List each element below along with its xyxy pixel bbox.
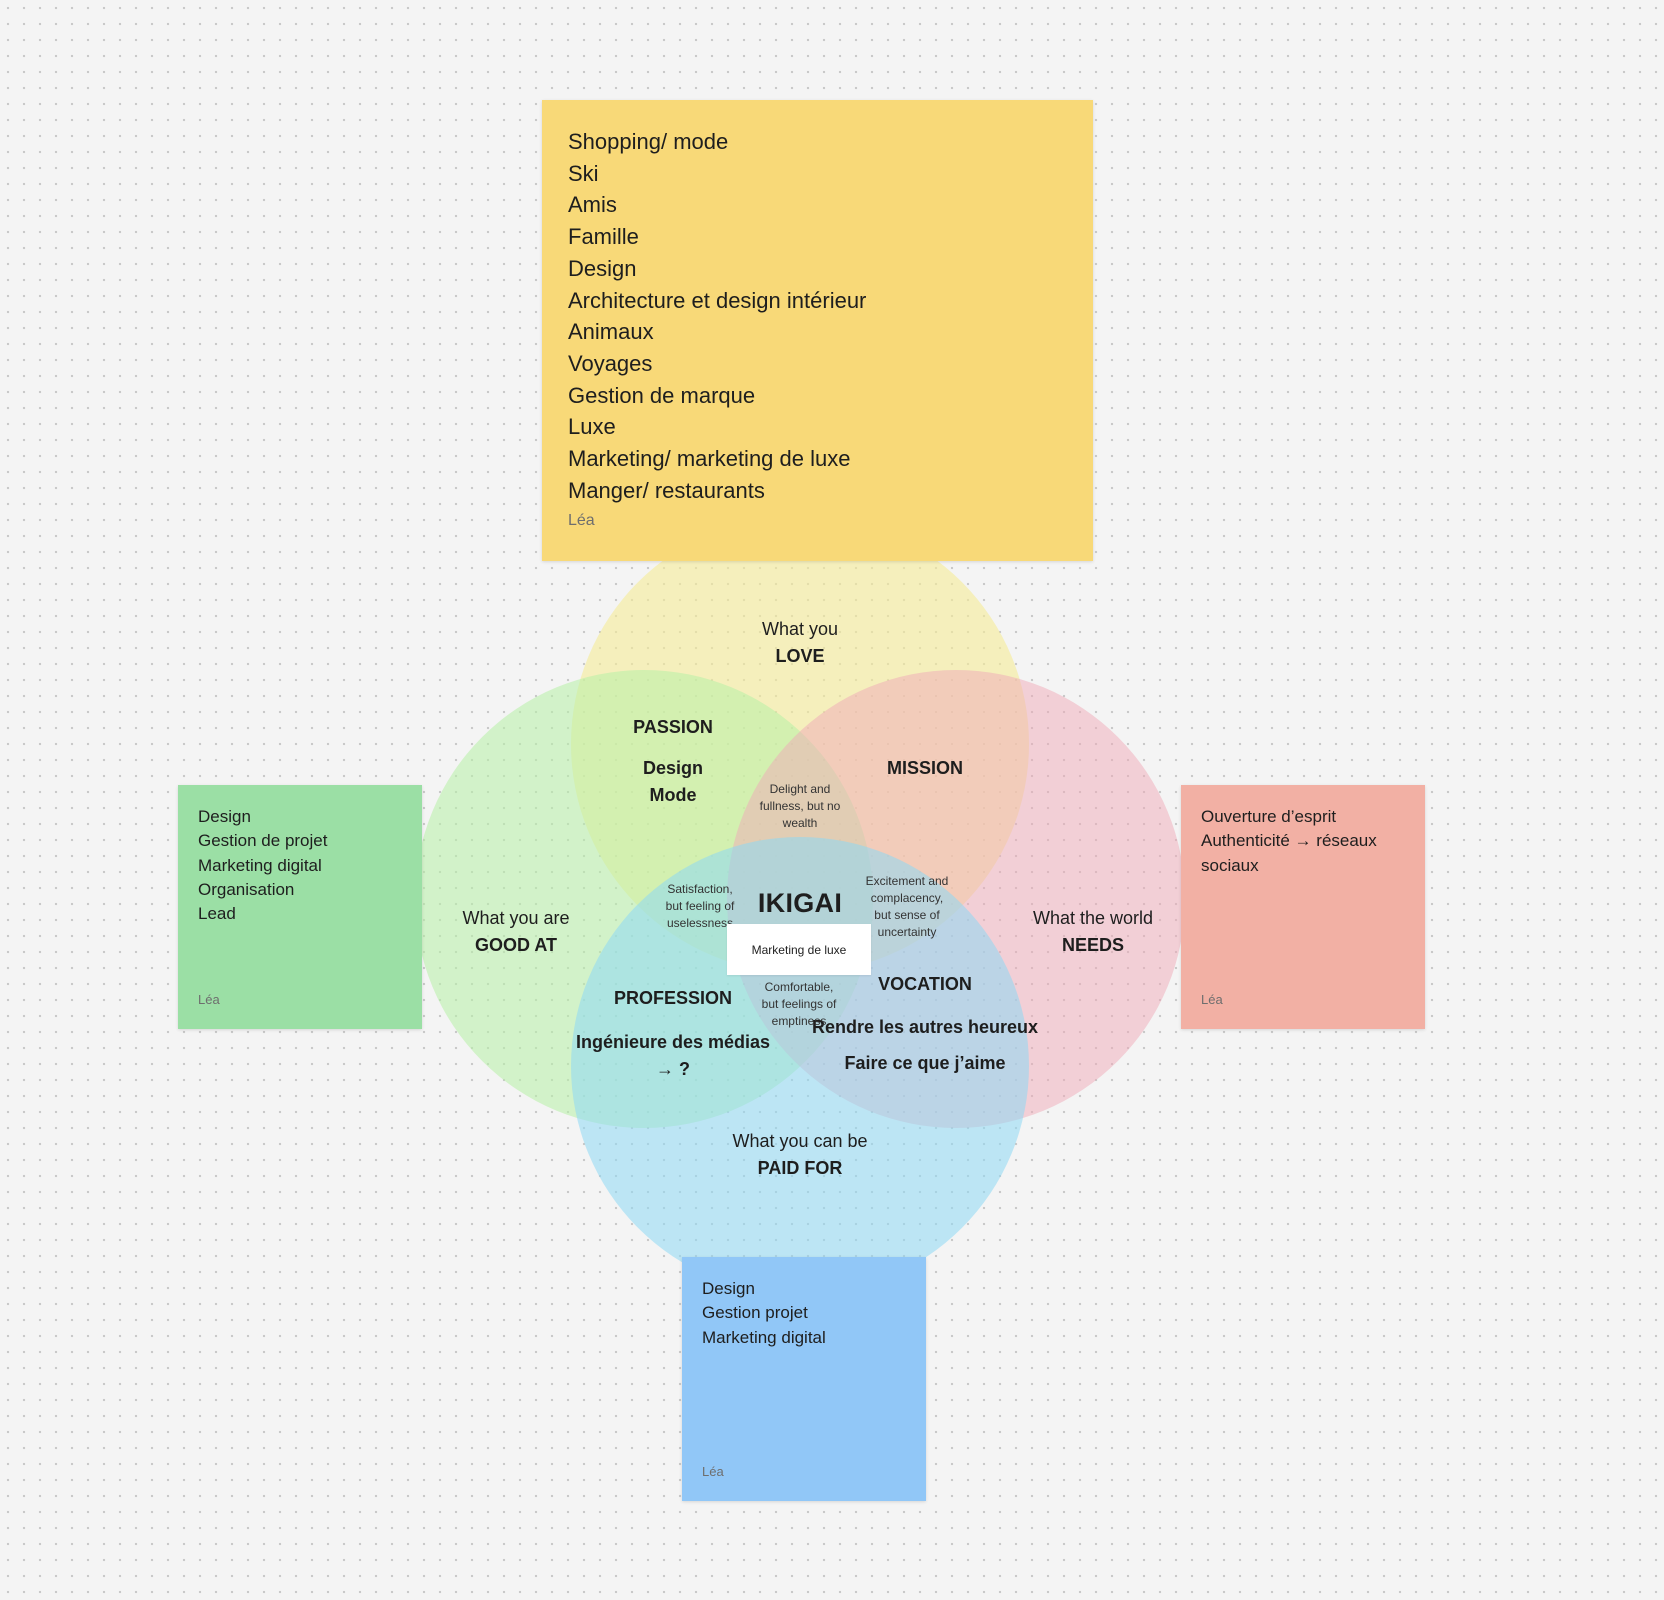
sticky-note-love[interactable]: Shopping/ mode Ski Amis Famille Design A… — [542, 100, 1093, 561]
sticky-author: Léa — [1201, 992, 1223, 1007]
sticky-note-needs[interactable]: Ouverture d’esprit Authenticité → réseau… — [1181, 785, 1425, 1029]
sticky-good-at-text: Design Gestion de projet Marketing digit… — [198, 807, 328, 924]
sticky-love-text: Shopping/ mode Ski Amis Famille Design A… — [568, 129, 867, 503]
sticky-note-paid-for[interactable]: Design Gestion projet Marketing digital … — [682, 1257, 926, 1501]
zone-title-passion: PASSION — [633, 717, 713, 737]
note-delight: Delight and fullness, but no wealth — [759, 782, 841, 830]
center-sticky-marketing-de-luxe[interactable]: Marketing de luxe — [727, 924, 871, 975]
vocation-item: Faire ce que j’aime — [844, 1053, 1006, 1073]
note-satisfaction: Satisfaction, but feeling of uselessness — [665, 882, 735, 930]
zone-title-mission: MISSION — [886, 758, 964, 778]
zone-title-vocation: VOCATION — [878, 974, 972, 994]
circle-what-you-can-be-paid-for — [571, 837, 1029, 1295]
sticky-needs-text: Ouverture d’esprit Authenticité → réseau… — [1201, 807, 1377, 875]
sticky-author: Léa — [198, 992, 220, 1007]
vocation-item: Rendre les autres heureux — [811, 1017, 1039, 1037]
label-what-you-are-good-at: What you are GOOD AT — [462, 908, 570, 955]
label-what-you-can-be-paid-for: What you can be PAID FOR — [732, 1131, 868, 1178]
sticky-author: Léa — [702, 1464, 724, 1479]
zone-title-profession: PROFESSION — [613, 988, 733, 1008]
sticky-author: Léa — [568, 512, 595, 529]
label-what-you-love: What you LOVE — [761, 619, 839, 666]
passion-items: Design Mode — [642, 758, 704, 805]
label-what-the-world-needs: What the world NEEDS — [1032, 908, 1154, 955]
profession-items: Ingénieure des médias → ? — [575, 1032, 771, 1079]
note-excitement: Excitement and complacency, but sense of… — [865, 874, 949, 939]
note-comfortable: Comfortable, but feelings of emptiness — [761, 980, 837, 1028]
sticky-note-good-at[interactable]: Design Gestion de projet Marketing digit… — [178, 785, 422, 1029]
sticky-paid-text: Design Gestion projet Marketing digital — [702, 1279, 826, 1347]
ikigai-title: IKIGAI — [757, 888, 843, 918]
